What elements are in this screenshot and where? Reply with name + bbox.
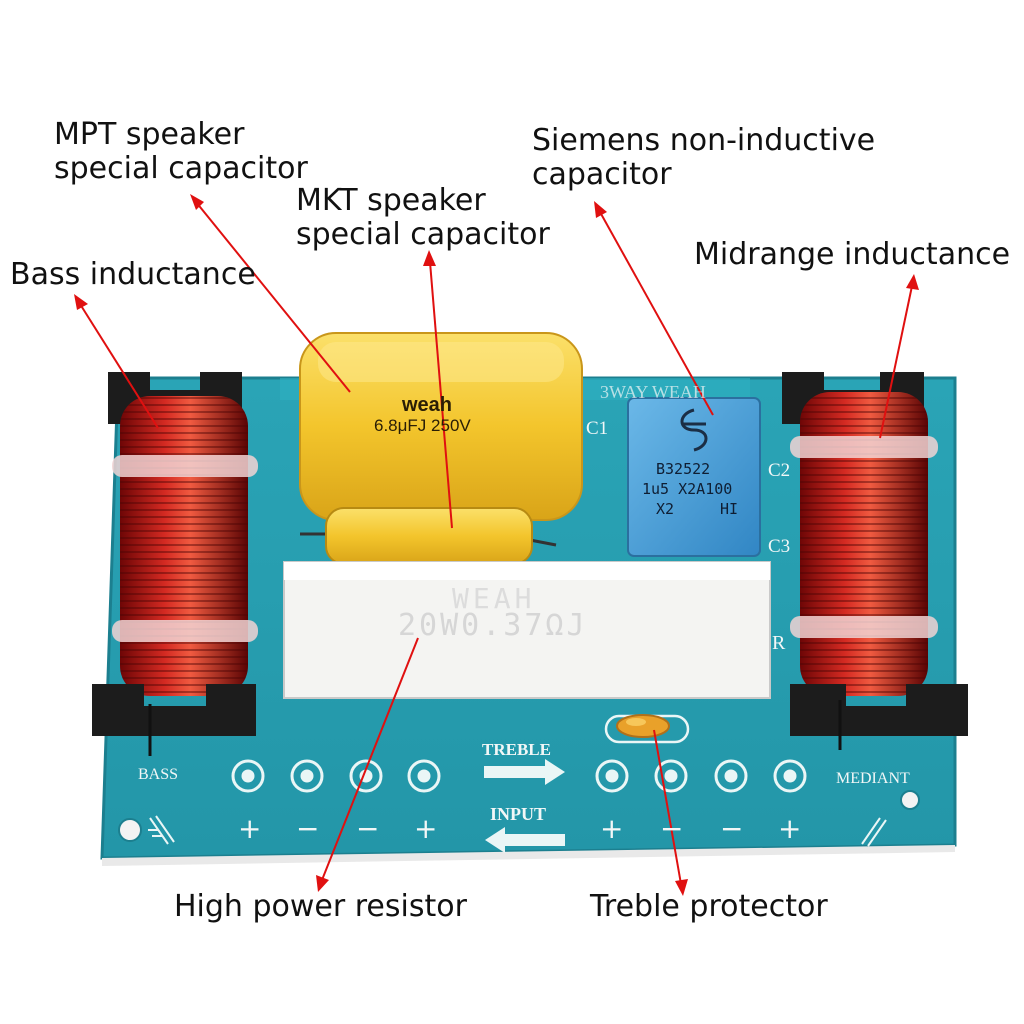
- terminal-sign: −: [296, 812, 320, 845]
- siemens-code: B32522: [656, 460, 711, 478]
- pcb-r-label: R: [772, 632, 786, 654]
- arrow-midrange-inductance: [879, 274, 919, 439]
- annotation-arrows: [74, 194, 919, 896]
- mpt-capacitor: [299, 332, 583, 521]
- pcb-c2-label: C2: [768, 460, 791, 481]
- power-resistor: [283, 561, 771, 699]
- midrange-inductor: [782, 372, 968, 750]
- terminal-sign: +: [778, 812, 802, 845]
- siemens-capacitor: [627, 397, 761, 557]
- terminal-sign: +: [414, 812, 438, 845]
- label-line: MKT speaker: [296, 183, 486, 218]
- arrow-mkt-capacitor: [423, 250, 453, 529]
- screw-icon: [148, 815, 887, 847]
- mpt-cap-rating: 6.8μFJ 250V: [374, 416, 471, 435]
- arrow-siemens-capacitor: [594, 201, 714, 416]
- label-bass-inductance: Bass inductance: [10, 257, 256, 292]
- terminal-sign: +: [238, 812, 262, 845]
- pcb-header-text: 3WAY WEAH: [600, 382, 706, 402]
- pcb-input-label: INPUT: [490, 804, 547, 824]
- arrow-bass-inductance: [74, 294, 159, 429]
- label-line: special capacitor: [54, 151, 308, 186]
- label-line: Siemens non-inductive: [532, 123, 876, 158]
- siemens-suffix: HI: [720, 500, 739, 518]
- resistor-brand: WEAH: [452, 582, 536, 615]
- label-line: special capacitor: [296, 217, 550, 252]
- pcb-treble-label: TREBLE: [482, 740, 551, 759]
- label-mkt-capacitor: MKT speaker special capacitor: [296, 184, 550, 252]
- label-mpt-capacitor: MPT speaker special capacitor: [54, 118, 308, 186]
- terminal-pads: [231, 759, 807, 793]
- label-siemens-capacitor: Siemens non-inductive capacitor: [532, 124, 875, 192]
- label-high-power-resistor: High power resistor: [174, 889, 467, 924]
- mount-hole-left: [118, 818, 142, 842]
- arrow-mpt-capacitor: [190, 194, 351, 393]
- terminal-sign: −: [720, 812, 744, 845]
- treble-protector: [604, 714, 690, 744]
- terminal-sign: −: [660, 812, 684, 845]
- mpt-cap-brand: weah: [402, 394, 453, 416]
- arrow-high-power-resistor: [316, 637, 419, 892]
- pcb-c1-label: C1: [586, 418, 609, 439]
- arrow-treble-protector: [653, 729, 688, 896]
- pcb-c3-label: C3: [768, 536, 791, 557]
- pcb-mediant-label: MEDIANT: [836, 770, 910, 787]
- label-treble-protector: Treble protector: [590, 889, 828, 924]
- label-line: MPT speaker: [54, 117, 245, 152]
- label-midrange-inductance: Midrange inductance: [694, 237, 1011, 272]
- mount-hole-right: [900, 790, 920, 810]
- pcb-direction-arrows: [484, 759, 565, 853]
- siemens-value: 1u5 X2A100: [642, 480, 733, 498]
- bass-inductor: [92, 372, 258, 756]
- resistor-rating: 20W0.37ΩJ: [398, 608, 588, 643]
- siemens-class: X2: [656, 500, 675, 518]
- terminal-sign: −: [356, 812, 380, 845]
- pcb-bass-label: BASS: [138, 766, 179, 783]
- terminal-sign: +: [600, 812, 624, 845]
- mkt-capacitor: [300, 507, 557, 565]
- label-line: capacitor: [532, 157, 672, 192]
